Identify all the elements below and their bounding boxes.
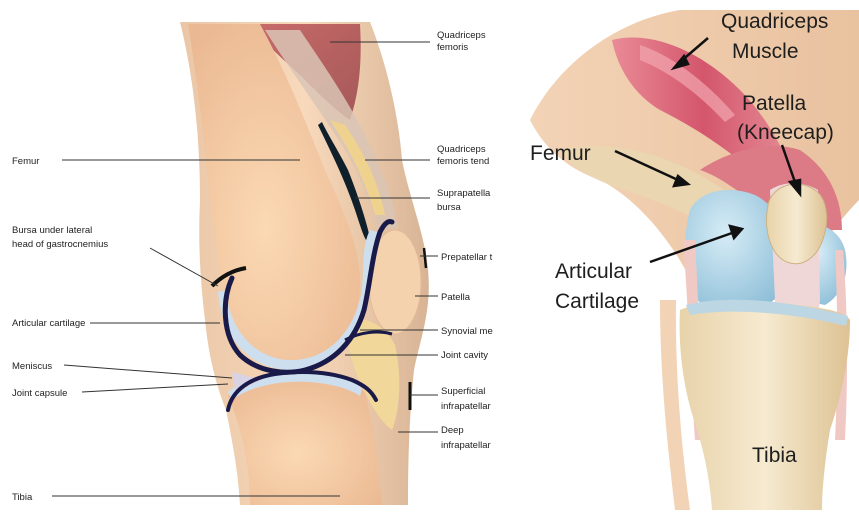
label-superficial-infrapatellar: Superficial infrapatellar — [441, 386, 491, 412]
label-articular-cartilage-left: Articular cartilage — [12, 318, 85, 329]
label-synovial-membrane: Synovial me — [441, 326, 493, 337]
label-joint-cavity: Joint cavity — [441, 350, 488, 361]
label-tibia-left: Tibia — [12, 492, 33, 503]
label-patella: Patella — [441, 292, 471, 303]
label-femur-right: Femur — [530, 142, 591, 165]
left-knee-section-diagram: Quadriceps femoris Quadriceps femoris te… — [12, 22, 493, 505]
right-knee-3d-diagram: Quadriceps Muscle Patella (Kneecap) Femu… — [530, 10, 859, 510]
label-quadriceps-femoris-tendon: Quadriceps femoris tend — [437, 144, 489, 167]
label-quadriceps-femoris: Quadriceps femoris — [437, 30, 488, 53]
label-prepatellar-bursa: Prepatellar t — [441, 252, 493, 263]
label-femur-left: Femur — [12, 156, 39, 167]
right-tibia — [680, 302, 850, 510]
label-deep-infrapatellar: Deep infrapatellar — [441, 425, 491, 451]
label-articular-cartilage-right: Articular Cartilage — [555, 260, 639, 313]
label-tibia-right: Tibia — [752, 444, 797, 467]
label-bursa-gastrocnemius: Bursa under lateral head of gastrocnemiu… — [12, 225, 108, 250]
label-meniscus: Meniscus — [12, 361, 52, 372]
label-joint-capsule: Joint capsule — [12, 388, 67, 399]
label-suprapatellar-bursa: Suprapatella bursa — [437, 188, 493, 213]
